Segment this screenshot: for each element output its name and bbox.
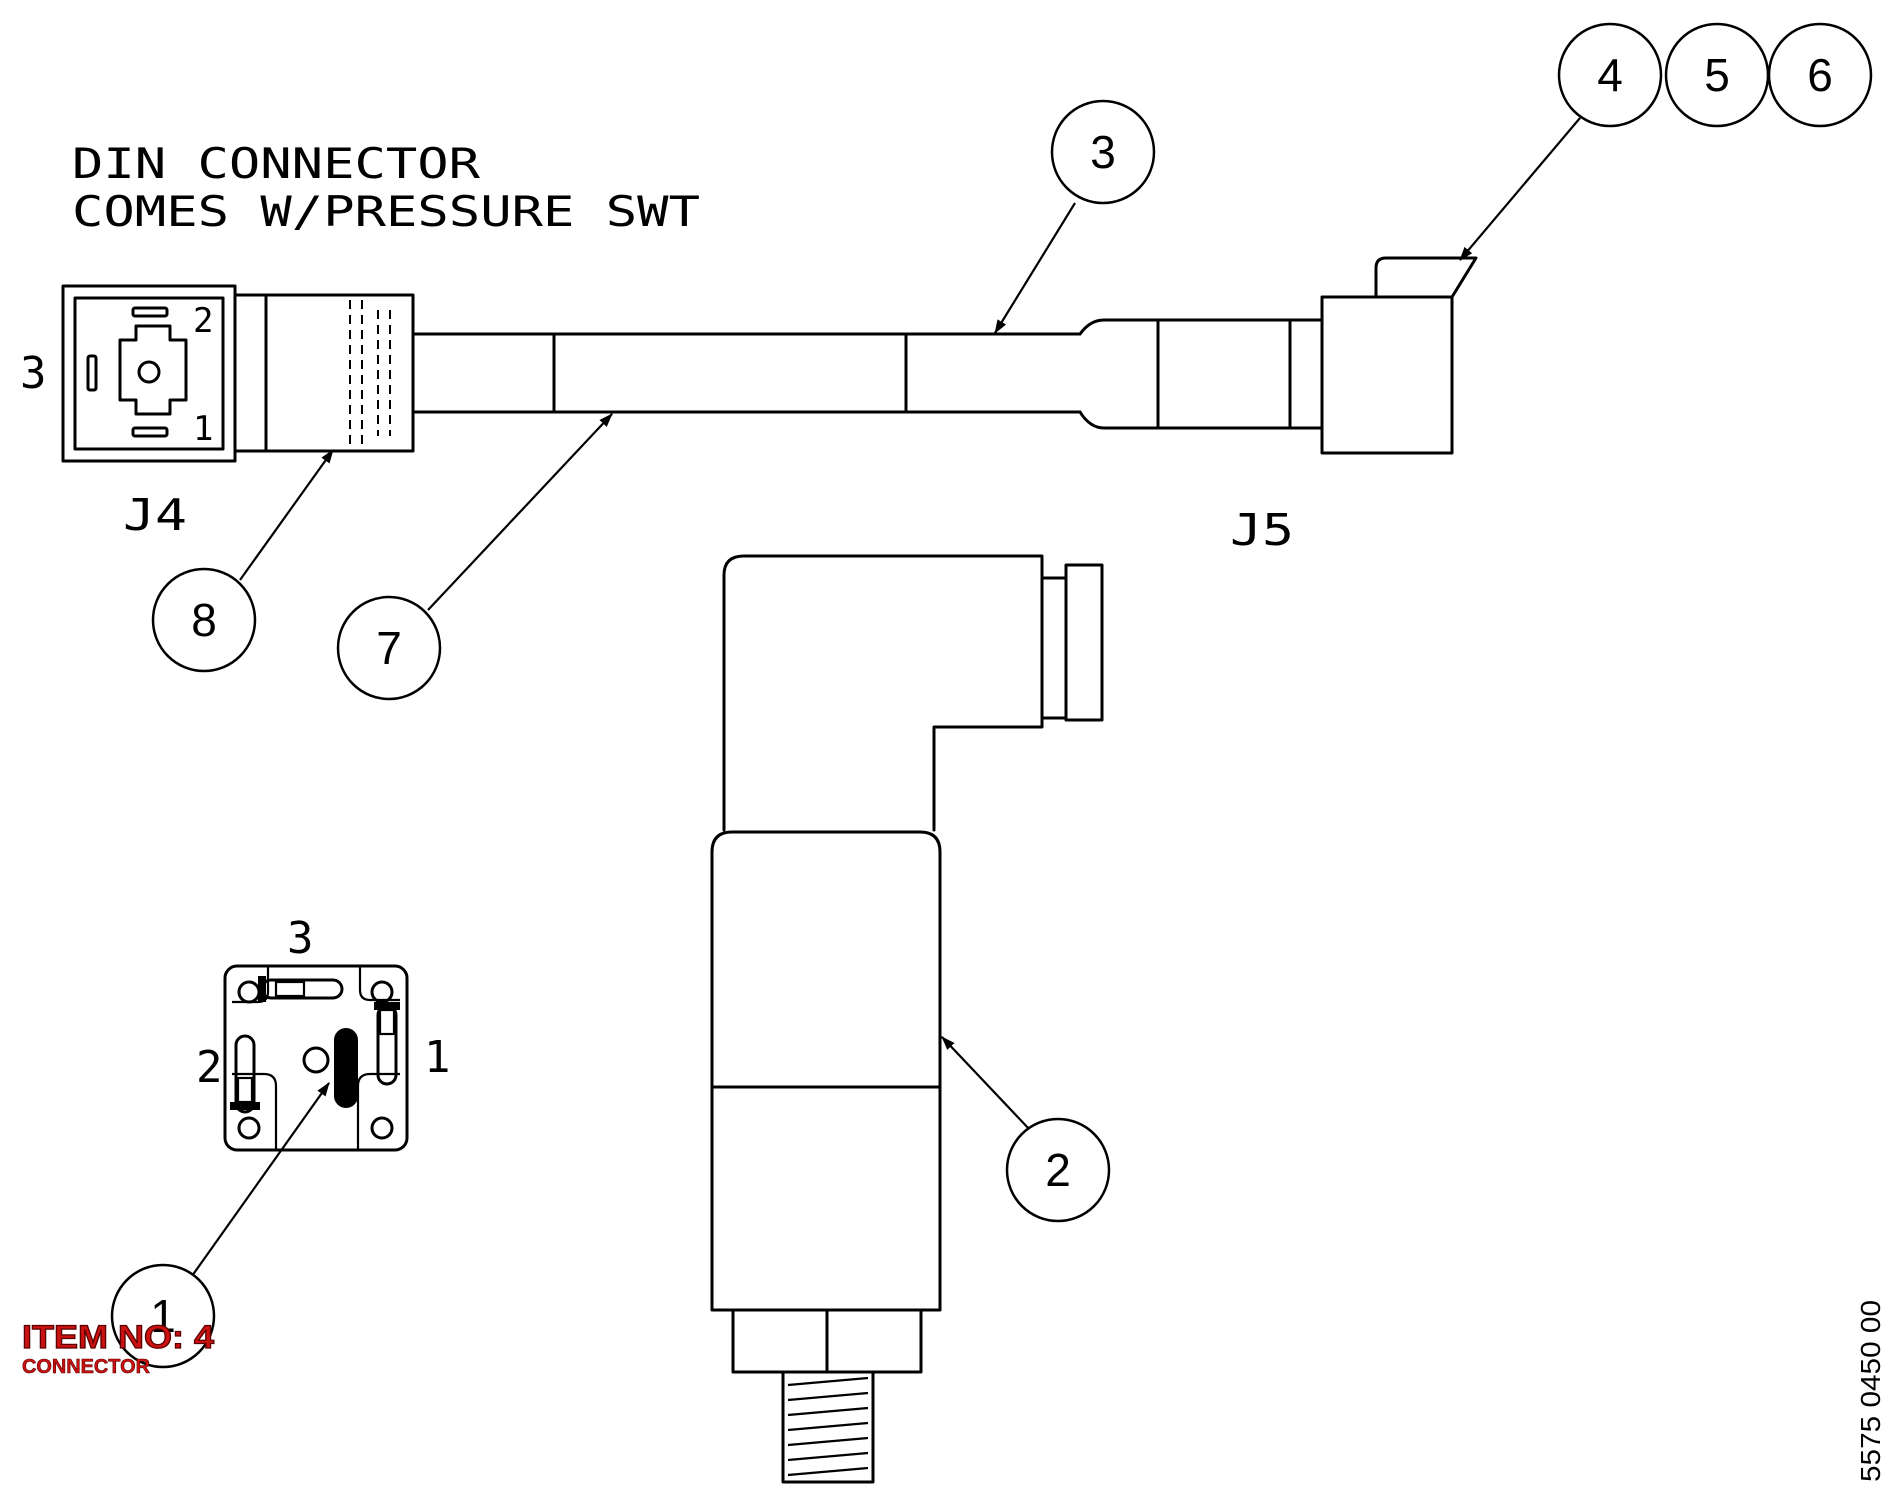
leader-2: [941, 1036, 1031, 1131]
svg-text:1: 1: [150, 1290, 176, 1342]
balloon-2: 2: [1005, 1117, 1111, 1223]
balloon-6: 6: [1767, 22, 1873, 128]
svg-text:6: 6: [1807, 49, 1833, 101]
item-number-stamp: ITEM NO: 4: [22, 1319, 214, 1355]
balloon-7: 7: [336, 595, 442, 701]
svg-text:4: 4: [1597, 49, 1623, 101]
din-connector-j4: [61, 284, 415, 463]
din-pin-2: 2: [193, 301, 213, 341]
balloon-8: 8: [151, 567, 257, 673]
document-number: 5575 0450 00: [1855, 1300, 1886, 1482]
svg-text:2: 2: [1045, 1144, 1071, 1196]
leader-3: [994, 202, 1076, 334]
din-pin-1: 1: [193, 409, 213, 449]
terminal-pin-2: 2: [196, 1042, 223, 1093]
svg-text:7: 7: [376, 622, 402, 674]
balloon-5: 5: [1664, 22, 1770, 128]
j4-label: J4: [123, 490, 187, 541]
connector-j5: [1320, 256, 1478, 455]
j5-label: J5: [1230, 505, 1294, 556]
leader-8: [239, 449, 334, 581]
svg-text:5: 5: [1704, 49, 1730, 101]
note-line-1: DIN CONNECTOR: [72, 139, 481, 188]
leader-1: [191, 1082, 330, 1277]
terminal-block: [223, 964, 409, 1152]
svg-text:8: 8: [191, 594, 217, 646]
terminal-pin-1: 1: [424, 1032, 451, 1083]
leader-4: [1459, 117, 1581, 261]
balloon-1: 1: [110, 1263, 216, 1369]
item-description-stamp: CONNECTOR: [22, 1356, 151, 1378]
terminal-pin-3: 3: [287, 913, 314, 964]
din-pin-3: 3: [20, 348, 47, 399]
svg-text:3: 3: [1090, 126, 1116, 178]
balloon-4: 4: [1557, 22, 1663, 128]
leader-7: [427, 413, 613, 611]
balloon-3: 3: [1050, 99, 1156, 205]
cable-assembly: [411, 318, 1324, 430]
pressure-switch: [710, 554, 1104, 1484]
note-line-2: COMES W/PRESSURE SWT: [72, 187, 700, 236]
